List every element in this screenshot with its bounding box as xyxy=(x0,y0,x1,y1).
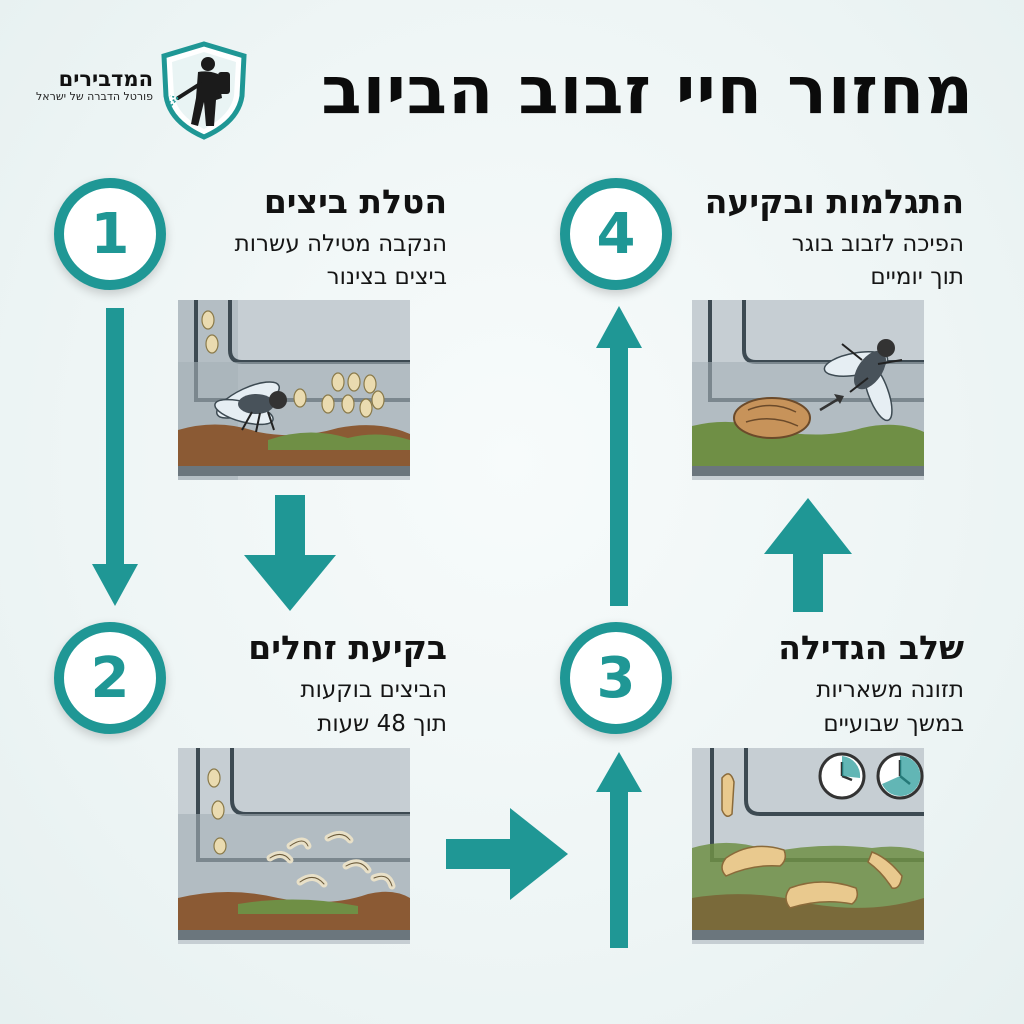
step-3-illustration xyxy=(692,748,924,944)
step-1-number: 1 xyxy=(54,178,166,290)
step-3-desc-line2: במשך שבועיים xyxy=(823,711,964,737)
page-title: מחזור חיי זבוב הביוב xyxy=(321,52,974,129)
step-4-desc-line2: תוך יומיים xyxy=(870,264,964,290)
step-1-illustration xyxy=(178,300,410,480)
step-2-illustration xyxy=(178,748,410,944)
logo-name: המדבירים xyxy=(58,67,154,91)
step-4-title: התגלמות ובקיעה xyxy=(704,182,964,221)
pest-control-shield-icon xyxy=(161,41,247,140)
step-2-title: בקיעת זחלים xyxy=(248,628,447,667)
step-4-illustration xyxy=(692,300,924,480)
logo-tagline: פורטל הדברה של ישראל xyxy=(36,90,154,103)
arrow-step3-to-step4 xyxy=(596,306,642,606)
clock-icon xyxy=(818,752,866,800)
arrow-step2-to-step3 xyxy=(446,808,568,900)
arrow-into-step3 xyxy=(596,752,642,948)
clock-icon xyxy=(876,752,924,800)
step-3-title: שלב הגדילה xyxy=(778,628,964,667)
step-3-number: 3 xyxy=(560,622,672,734)
step-1-desc-line2: ביצים בצינור xyxy=(326,264,447,290)
step-2-desc-line2: תוך 48 שעות xyxy=(317,711,447,737)
step-2-desc-line1: הביצים בוקעות xyxy=(300,677,448,703)
logo-text: המדבירים פורטל הדברה של ישראל xyxy=(36,68,153,104)
arrow-step1-to-step2 xyxy=(92,308,138,606)
step-3-desc-line1: תזונה משאריות xyxy=(816,677,964,703)
arrow-down-large xyxy=(244,495,336,611)
step-1-title: הטלת ביצים xyxy=(263,182,447,221)
step-2-number: 2 xyxy=(54,622,166,734)
arrow-up-large xyxy=(764,498,852,612)
step-4-desc-line1: הפיכה לזבוב בוגר xyxy=(791,231,964,257)
step-4-number: 4 xyxy=(560,178,672,290)
step-1-desc-line1: הנקבה מטילה עשרות xyxy=(234,231,447,257)
